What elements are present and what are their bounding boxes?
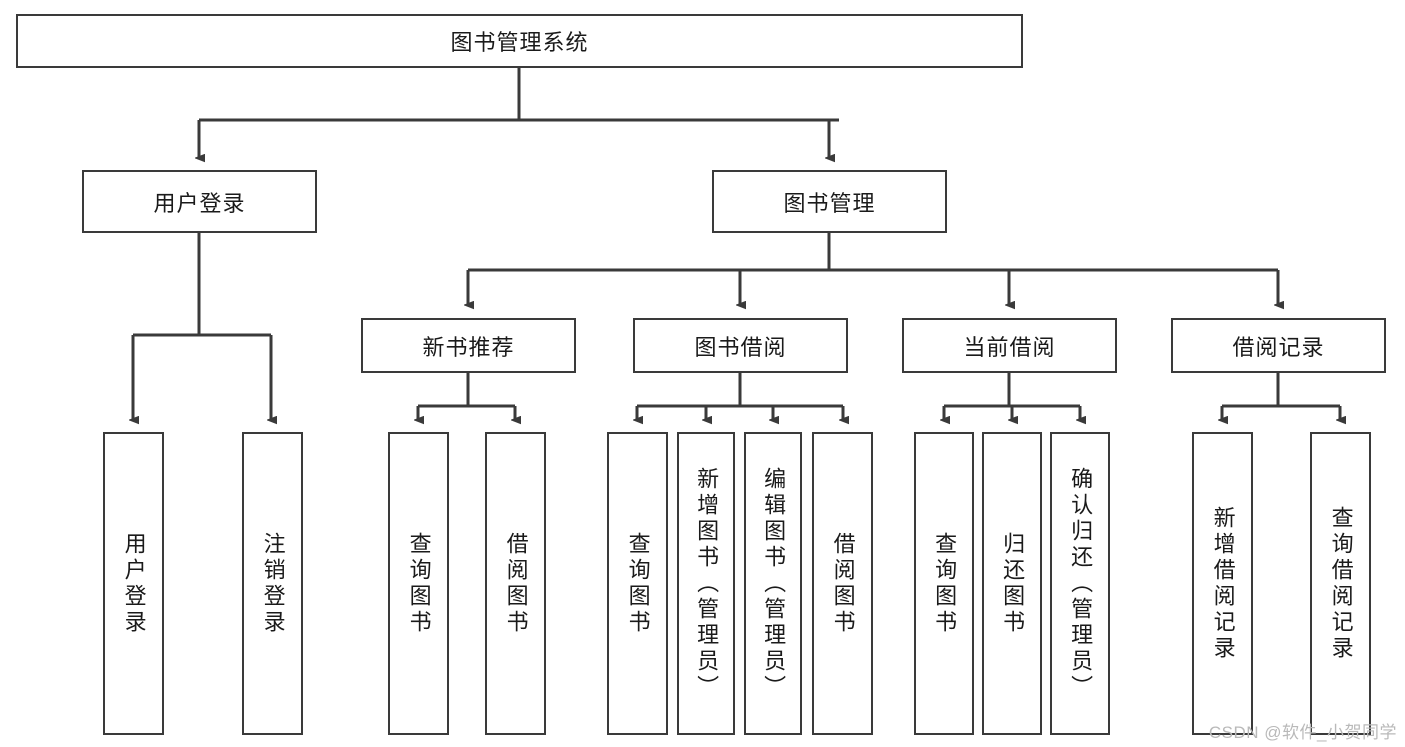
node-leaf-borrow-book-recommend[interactable]: 借阅图书 <box>485 432 546 735</box>
node-leaf-query-book-current[interactable]: 查询图书 <box>914 432 974 735</box>
leaf-label: 新增图书（管理员） <box>694 466 720 701</box>
node-leaf-borrow-book[interactable]: 借阅图书 <box>812 432 873 735</box>
node-borrow-record[interactable]: 借阅记录 <box>1171 318 1386 373</box>
leaf-label: 编辑图书（管理员） <box>761 466 787 701</box>
node-book-borrow[interactable]: 图书借阅 <box>633 318 848 373</box>
node-root-system[interactable]: 图书管理系统 <box>16 14 1023 68</box>
leaf-label: 注销登录 <box>260 531 286 636</box>
leaf-label: 查询图书 <box>406 531 432 636</box>
node-leaf-user-login[interactable]: 用户登录 <box>103 432 164 735</box>
leaf-label: 查询借阅记录 <box>1328 505 1354 662</box>
node-leaf-edit-book-admin[interactable]: 编辑图书（管理员） <box>744 432 802 735</box>
node-leaf-query-borrow-record[interactable]: 查询借阅记录 <box>1310 432 1371 735</box>
node-user-login[interactable]: 用户登录 <box>82 170 317 233</box>
leaf-label: 归还图书 <box>1000 531 1026 636</box>
node-current-borrow[interactable]: 当前借阅 <box>902 318 1117 373</box>
leaf-label: 用户登录 <box>121 531 147 636</box>
node-new-book-recommend[interactable]: 新书推荐 <box>361 318 576 373</box>
node-book-management[interactable]: 图书管理 <box>712 170 947 233</box>
node-leaf-add-borrow-record[interactable]: 新增借阅记录 <box>1192 432 1253 735</box>
node-leaf-user-logout[interactable]: 注销登录 <box>242 432 303 735</box>
leaf-label: 借阅图书 <box>830 531 856 636</box>
watermark-text: CSDN @软件_小贺同学 <box>1208 723 1397 742</box>
node-leaf-query-book-borrow[interactable]: 查询图书 <box>607 432 668 735</box>
leaf-label: 借阅图书 <box>503 531 529 636</box>
node-leaf-return-book[interactable]: 归还图书 <box>982 432 1042 735</box>
leaf-label: 查询图书 <box>625 531 651 636</box>
node-leaf-query-book-recommend[interactable]: 查询图书 <box>388 432 449 735</box>
leaf-label: 查询图书 <box>932 531 958 636</box>
node-leaf-confirm-return-admin[interactable]: 确认归还（管理员） <box>1050 432 1110 735</box>
leaf-label: 新增借阅记录 <box>1210 505 1236 662</box>
leaf-label: 确认归还（管理员） <box>1068 466 1094 701</box>
node-leaf-add-book-admin[interactable]: 新增图书（管理员） <box>677 432 735 735</box>
